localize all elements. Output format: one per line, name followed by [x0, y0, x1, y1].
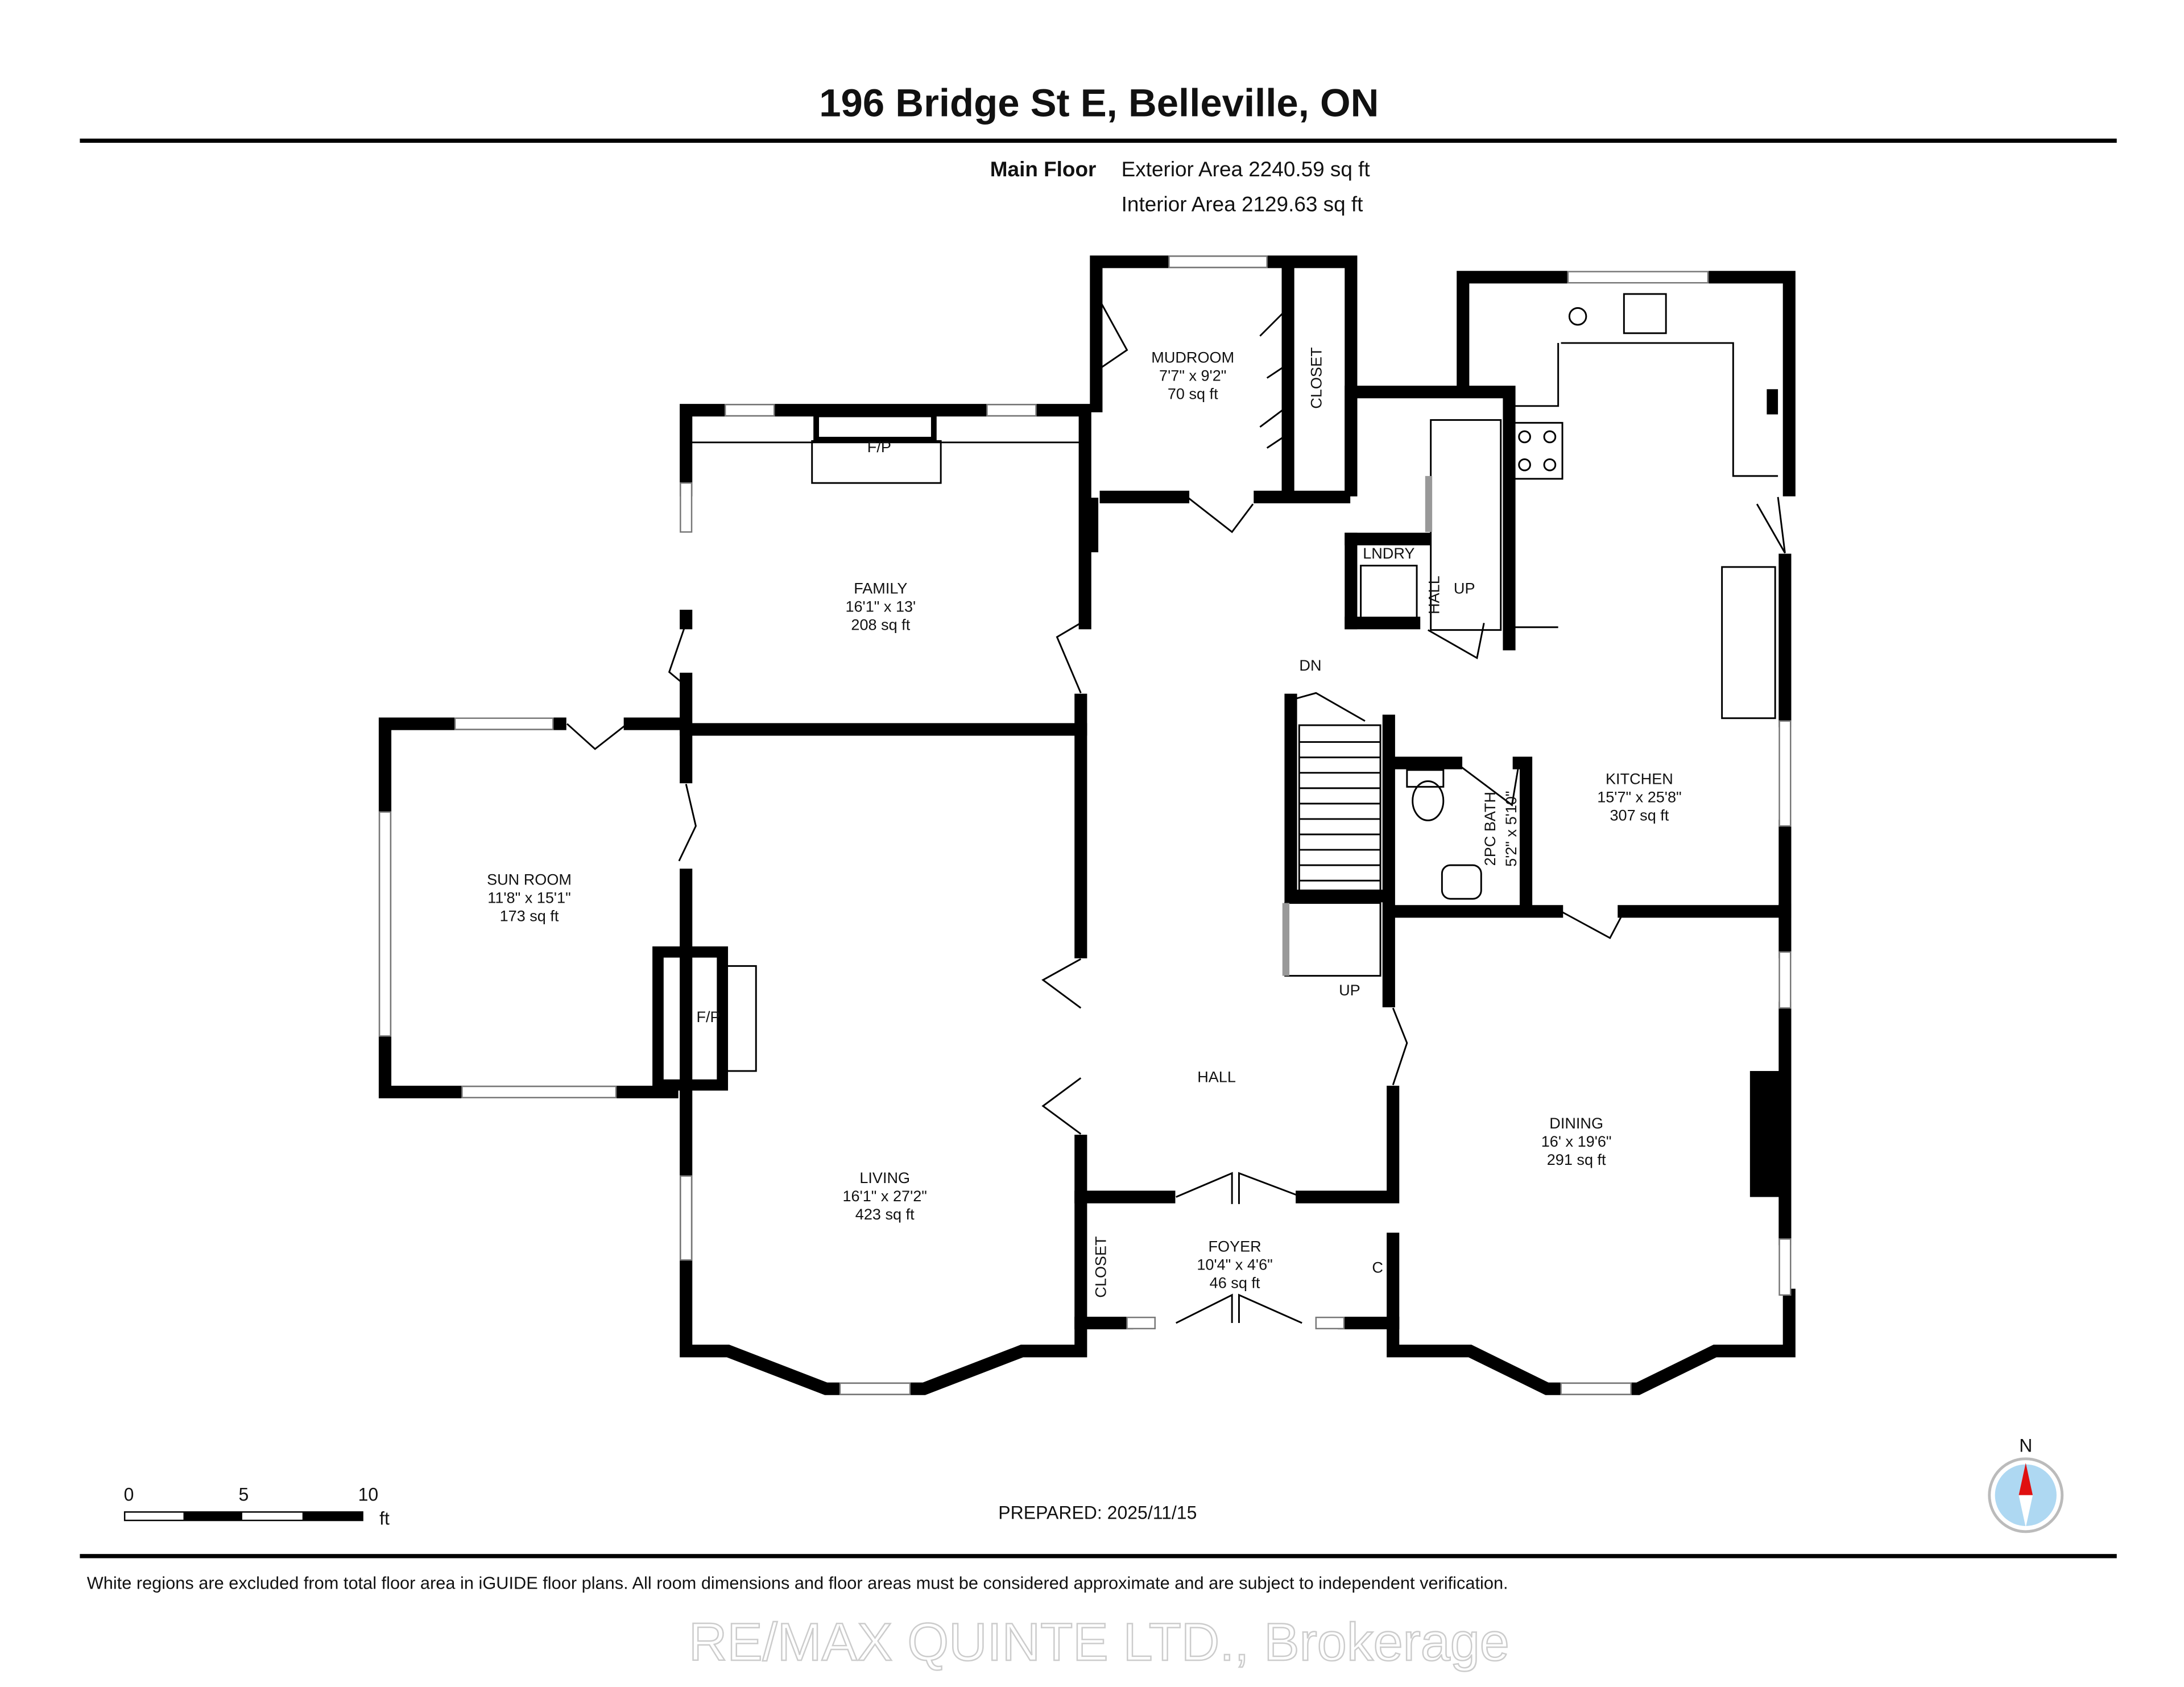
svg-text:2PC BATH: 2PC BATH: [1481, 792, 1499, 866]
svg-text:5: 5: [238, 1485, 249, 1505]
stairs: [1282, 419, 1502, 977]
room-family: FAMILY 16'1" x 13' 208 sq ft: [845, 580, 916, 634]
svg-text:16'1" x 27'2": 16'1" x 27'2": [843, 1187, 927, 1205]
svg-text:307 sq ft: 307 sq ft: [1610, 806, 1669, 824]
room-dining: DINING 16' x 19'6" 291 sq ft: [1541, 1114, 1612, 1168]
svg-text:FAMILY: FAMILY: [854, 580, 907, 597]
label-closet-foyer: CLOSET: [1092, 1236, 1110, 1297]
watermark: RE/MAX QUINTE LTD., Brokerage: [689, 1612, 1509, 1672]
windows: [378, 255, 1792, 1395]
interior-area: Interior Area 2129.63 sq ft: [1122, 193, 1363, 216]
svg-text:ft: ft: [379, 1508, 390, 1528]
room-mudroom: MUDROOM 7'7" x 9'2" 70 sq ft: [1151, 349, 1234, 403]
svg-text:15'7" x 25'8": 15'7" x 25'8": [1597, 788, 1681, 805]
exterior-area: Exterior Area 2240.59 sq ft: [1122, 158, 1370, 181]
svg-text:173 sq ft: 173 sq ft: [500, 907, 559, 925]
svg-text:DINING: DINING: [1549, 1114, 1603, 1132]
scale-bar: 0 5 10 ft: [124, 1485, 390, 1529]
label-closet-c: C: [1372, 1258, 1383, 1276]
svg-text:46 sq ft: 46 sq ft: [1210, 1273, 1260, 1291]
room-living: LIVING 16'1" x 27'2" 423 sq ft: [843, 1169, 927, 1223]
svg-text:16'1" x 13': 16'1" x 13': [845, 598, 916, 615]
page-title: 196 Bridge St E, Belleville, ON: [819, 81, 1379, 125]
prepared-date: PREPARED: 2025/11/15: [998, 1503, 1197, 1523]
svg-text:11'8" x 15'1": 11'8" x 15'1": [487, 889, 570, 907]
svg-text:70 sq ft: 70 sq ft: [1168, 385, 1218, 403]
room-foyer: FOYER 10'4" x 4'6" 46 sq ft: [1197, 1238, 1272, 1292]
svg-text:SUN ROOM: SUN ROOM: [487, 871, 572, 888]
room-sunroom: SUN ROOM 11'8" x 15'1" 173 sq ft: [487, 871, 572, 925]
room-hall: HALL: [1197, 1068, 1236, 1086]
svg-text:16' x 19'6": 16' x 19'6": [1541, 1132, 1612, 1150]
label-closet-mudroom: CLOSET: [1308, 347, 1325, 408]
svg-text:0: 0: [124, 1485, 134, 1505]
compass-icon: N: [1988, 1435, 2064, 1533]
label-hall-small: HALL: [1425, 576, 1442, 614]
label-fp-living: F/P: [697, 1008, 721, 1026]
svg-text:KITCHEN: KITCHEN: [1606, 770, 1673, 787]
svg-text:MUDROOM: MUDROOM: [1151, 349, 1234, 366]
room-bath: 2PC BATH 5'2" x 5'10": [1481, 791, 1520, 866]
label-fp-family: F/P: [867, 438, 891, 456]
label-dn: DN: [1299, 656, 1321, 674]
walls: [378, 255, 1796, 1395]
doors: [566, 293, 1786, 1324]
svg-text:5'2" x 5'10": 5'2" x 5'10": [1502, 791, 1520, 866]
disclaimer: White regions are excluded from total fl…: [87, 1573, 1508, 1593]
fixtures: [1360, 293, 1778, 900]
svg-text:10'4" x 4'6": 10'4" x 4'6": [1197, 1255, 1272, 1273]
svg-text:423 sq ft: 423 sq ft: [855, 1205, 915, 1223]
svg-text:7'7" x 9'2": 7'7" x 9'2": [1159, 367, 1226, 384]
label-laundry: LNDRY: [1363, 544, 1414, 562]
label-up-back: UP: [1454, 580, 1475, 597]
svg-text:FOYER: FOYER: [1208, 1238, 1261, 1255]
svg-text:N: N: [2019, 1435, 2032, 1456]
svg-text:10: 10: [358, 1485, 379, 1505]
svg-text:291 sq ft: 291 sq ft: [1547, 1151, 1606, 1168]
floor-label: Main Floor: [990, 158, 1097, 181]
footer-divider: [80, 1554, 2117, 1558]
svg-text:LIVING: LIVING: [859, 1169, 910, 1186]
header-divider: [80, 138, 2117, 143]
svg-text:208 sq ft: 208 sq ft: [851, 616, 910, 634]
room-kitchen: KITCHEN 15'7" x 25'8" 307 sq ft: [1597, 770, 1681, 824]
label-up-front: UP: [1339, 981, 1360, 999]
